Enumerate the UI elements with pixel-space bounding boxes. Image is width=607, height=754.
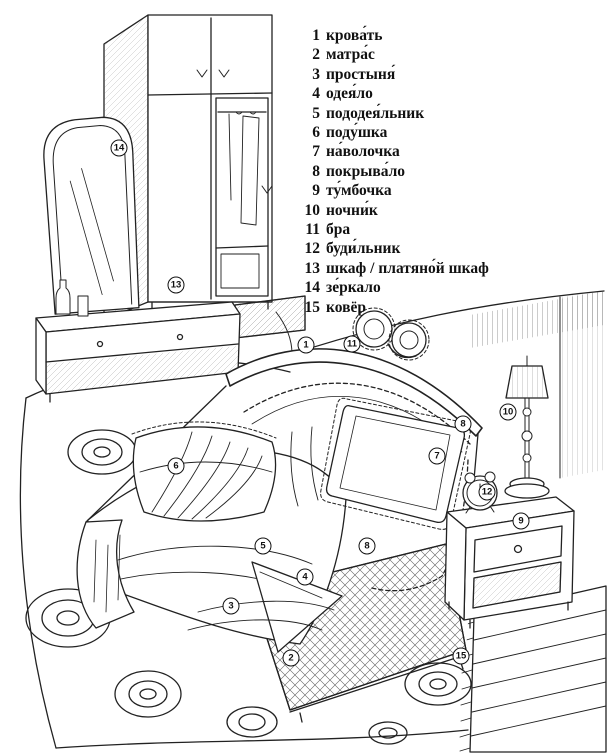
rug-drawing bbox=[19, 360, 607, 753]
vocab-word: зе́ркало bbox=[326, 279, 381, 297]
vocab-word: матра́с bbox=[326, 46, 375, 64]
vocab-item: 3 простыня́ bbox=[296, 65, 489, 84]
vocab-item: 6 поду́шка bbox=[296, 123, 489, 142]
mirror-drawing bbox=[43, 116, 140, 315]
vocab-number: 6 bbox=[312, 124, 320, 142]
vocab-item: 7 на́волочка bbox=[296, 142, 489, 161]
vocab-number: 1 bbox=[312, 27, 320, 44]
vocab-word: поду́шка bbox=[326, 124, 388, 142]
vocab-number: 10 bbox=[304, 201, 321, 219]
bed-drawing bbox=[76, 348, 483, 723]
vocab-item: 1 крова́ть bbox=[296, 26, 489, 45]
vocab-number: 15 bbox=[304, 298, 321, 316]
vocabulary-list: 1 крова́ть 2 матра́с 3 простыня́ 4 одея́ло 5 подо… bbox=[296, 26, 489, 317]
vocab-number: 14 bbox=[304, 279, 321, 297]
sheet-drawing bbox=[187, 600, 335, 631]
vocab-item: 9 ту́мбочка bbox=[296, 181, 489, 200]
sconce-drawing bbox=[352, 307, 430, 361]
vocab-word: буди́льник bbox=[326, 240, 401, 258]
vocab-word: ковёр bbox=[326, 298, 366, 316]
vocab-item: 13 шкаф / платяно́й шкаф bbox=[296, 259, 489, 278]
vocab-word: ночни́к bbox=[326, 201, 378, 219]
vocab-number: 4 bbox=[312, 85, 320, 103]
vocab-number: 11 bbox=[305, 221, 320, 239]
vocab-item: 2 матра́с bbox=[296, 45, 489, 64]
pillow-ruffled-drawing bbox=[131, 421, 277, 522]
vocab-word: ту́мбочка bbox=[326, 182, 392, 200]
dresser-drawing bbox=[35, 279, 241, 403]
bedding-folds-drawing bbox=[290, 426, 319, 507]
vocab-number: 8 bbox=[312, 162, 320, 180]
vocab-number: 12 bbox=[304, 240, 321, 258]
vocab-item: 12 буди́льник bbox=[296, 239, 489, 258]
lamp-drawing bbox=[504, 355, 550, 499]
vocab-item: 11 бра bbox=[296, 220, 489, 239]
vocab-word: одея́ло bbox=[326, 85, 373, 103]
bedspread-left-drape-drawing bbox=[76, 519, 135, 629]
vocab-number: 3 bbox=[312, 65, 320, 83]
vocab-item: 14 зе́ркало bbox=[296, 278, 489, 297]
vocab-word: на́волочка bbox=[326, 143, 400, 161]
vocab-number: 13 bbox=[304, 259, 321, 277]
nightstand-drawing bbox=[444, 496, 575, 629]
vocab-number: 9 bbox=[312, 182, 320, 200]
vocab-word: крова́ть bbox=[326, 27, 383, 44]
vocab-item: 15 ковёр bbox=[296, 298, 489, 317]
vocab-item: 10 ночни́к bbox=[296, 201, 489, 220]
vocab-word: покрыва́ло bbox=[326, 162, 406, 180]
vocab-word: простыня́ bbox=[326, 65, 396, 83]
pillow-large-drawing bbox=[320, 397, 471, 530]
wall-drawing bbox=[275, 290, 605, 479]
vocab-item: 4 одея́ло bbox=[296, 84, 489, 103]
vocab-item: 5 пододея́льник bbox=[296, 104, 489, 123]
vocab-number: 5 bbox=[312, 104, 320, 122]
vocab-number: 7 bbox=[312, 143, 320, 161]
vocab-item: 8 покрыва́ло bbox=[296, 162, 489, 181]
vocab-word: пододея́льник bbox=[326, 104, 425, 122]
vocab-word: бра bbox=[326, 221, 351, 239]
vocab-number: 2 bbox=[312, 46, 320, 64]
vocab-word: шкаф / платяно́й шкаф bbox=[326, 259, 489, 277]
